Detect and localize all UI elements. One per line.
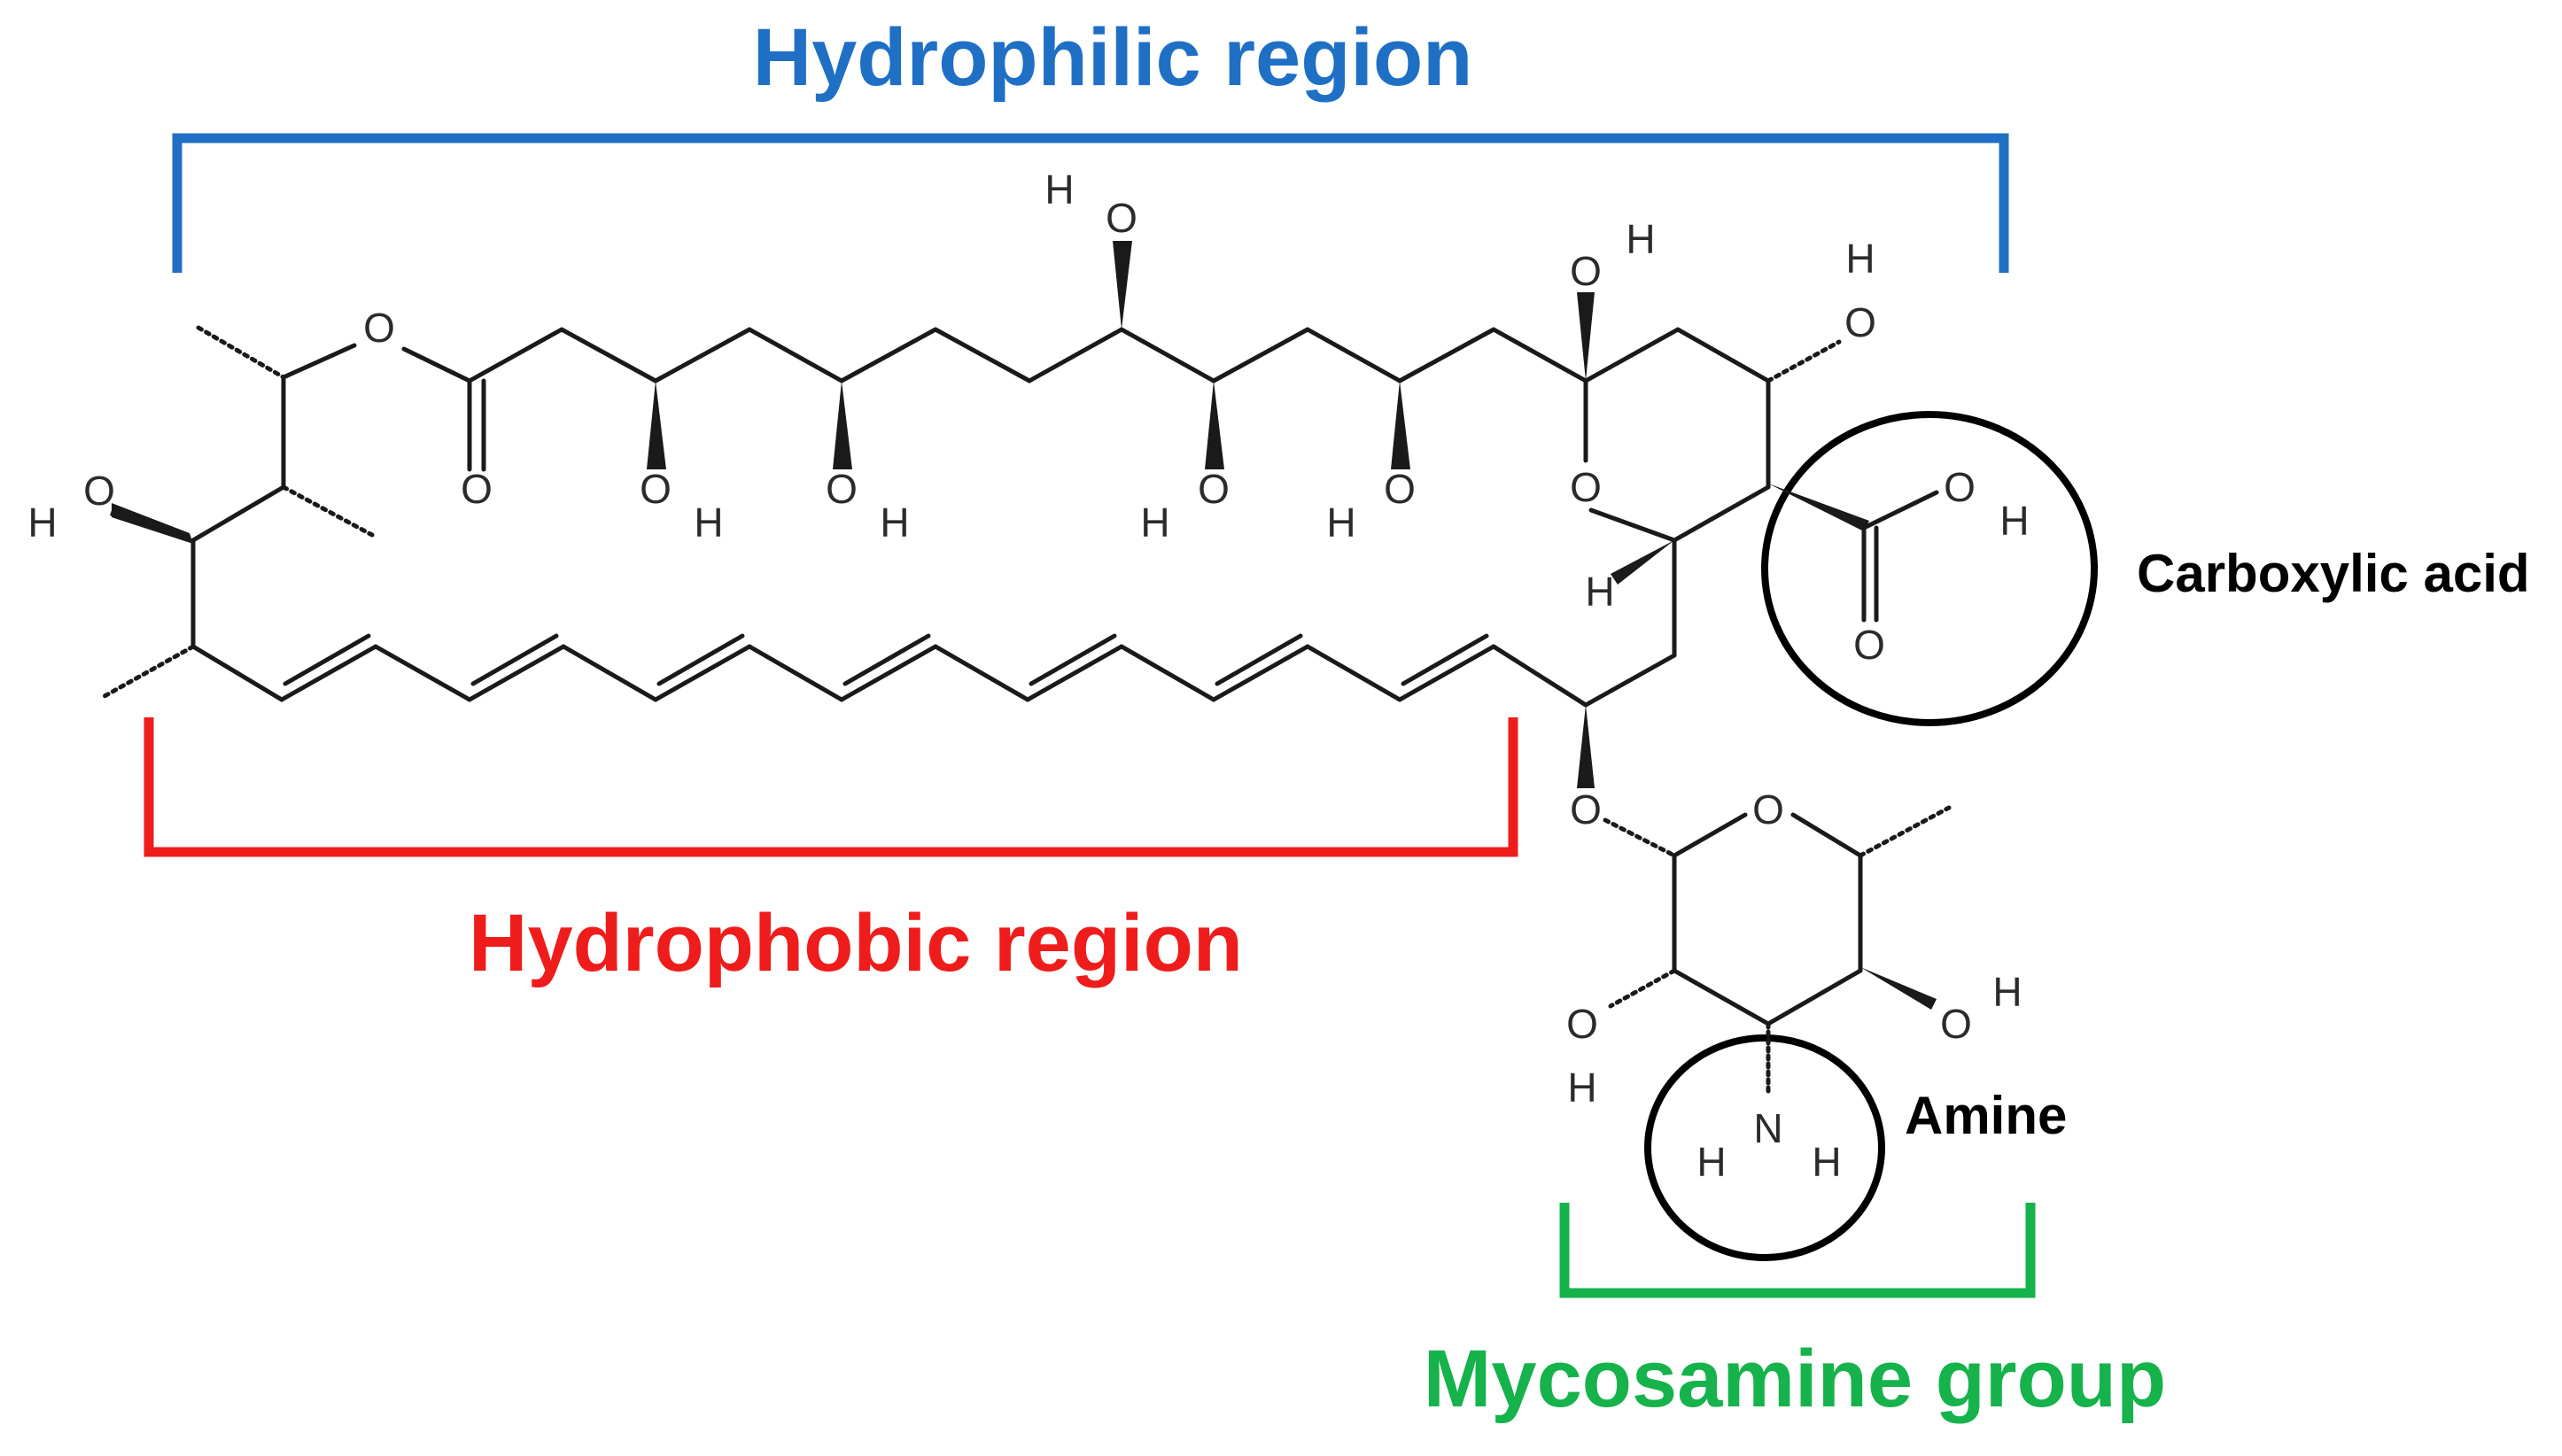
atom-o-sugar-right: O bbox=[1940, 1001, 1972, 1047]
atom-o-low-4: O bbox=[1384, 466, 1416, 512]
atom-n-amine: N bbox=[1753, 1105, 1782, 1151]
atom-h-amine-right: H bbox=[1812, 1139, 1841, 1185]
atom-o-low-3: O bbox=[1198, 466, 1230, 512]
atom-o-pyran-ring: O bbox=[1570, 464, 1602, 510]
atom-h-amine-left: H bbox=[1696, 1139, 1726, 1185]
carboxylic-acid-label: Carboxylic acid bbox=[2137, 544, 2530, 603]
atom-h-sugar-right: H bbox=[1992, 969, 2022, 1015]
atom-o-low-1: O bbox=[640, 466, 672, 512]
atom-o-sugar-left: O bbox=[1566, 1001, 1598, 1047]
atom-o-ester: O bbox=[363, 305, 395, 351]
left-segment-bonds bbox=[102, 325, 472, 702]
atom-o-carbonyl: O bbox=[461, 466, 493, 512]
mycosamine-bracket bbox=[1559, 1203, 2036, 1298]
pyran-ring-bonds bbox=[1577, 292, 1939, 708]
hydrophilic-label: Hydrophilic region bbox=[753, 12, 1473, 103]
atom-o-top: O bbox=[1106, 195, 1137, 241]
mycosamine-ring-bonds bbox=[1603, 805, 1952, 1097]
amine-circle bbox=[1644, 1034, 1885, 1261]
polyene-chain-bonds bbox=[279, 633, 1595, 788]
atom-h-acid: H bbox=[1999, 498, 2029, 544]
atom-o-low-2: O bbox=[826, 466, 858, 512]
atom-h-pyran-ring: H bbox=[1585, 569, 1614, 615]
upper-chain-bonds bbox=[467, 241, 1588, 472]
atom-h-low-2: H bbox=[880, 500, 909, 546]
hydrophobic-bracket bbox=[144, 717, 1518, 857]
atom-h-low-3: H bbox=[1140, 500, 1169, 546]
atom-h-pyran-right: H bbox=[1845, 236, 1875, 282]
atom-o-glycosidic: O bbox=[1570, 786, 1602, 833]
amine-label: Amine bbox=[1905, 1086, 2067, 1145]
atom-o-acid-carbonyl: O bbox=[1853, 622, 1885, 668]
atom-h-sugar-left: H bbox=[1567, 1065, 1596, 1111]
atom-h-low-1: H bbox=[694, 500, 723, 546]
atom-o-acid-oh: O bbox=[1944, 464, 1976, 510]
hydrophilic-bracket bbox=[172, 133, 2009, 273]
atom-o-pyran-top: O bbox=[1570, 248, 1602, 294]
atom-o-sugar-ring: O bbox=[1752, 786, 1784, 833]
mycosamine-label: Mycosamine group bbox=[1424, 1334, 2166, 1424]
hydrophobic-label: Hydrophobic region bbox=[469, 898, 1243, 988]
atom-o-left: O bbox=[83, 468, 115, 514]
atom-h-pyran-top: H bbox=[1626, 216, 1655, 262]
atom-h-low-4: H bbox=[1326, 500, 1355, 546]
atom-labels: O O H O O H O H H O H O H O O H H O O H … bbox=[27, 167, 2029, 1185]
atom-o-pyran-right: O bbox=[1844, 299, 1876, 345]
carboxylic-acid-circle bbox=[1761, 411, 2098, 726]
atom-h-top: H bbox=[1044, 167, 1074, 213]
atom-h-left: H bbox=[27, 500, 57, 546]
